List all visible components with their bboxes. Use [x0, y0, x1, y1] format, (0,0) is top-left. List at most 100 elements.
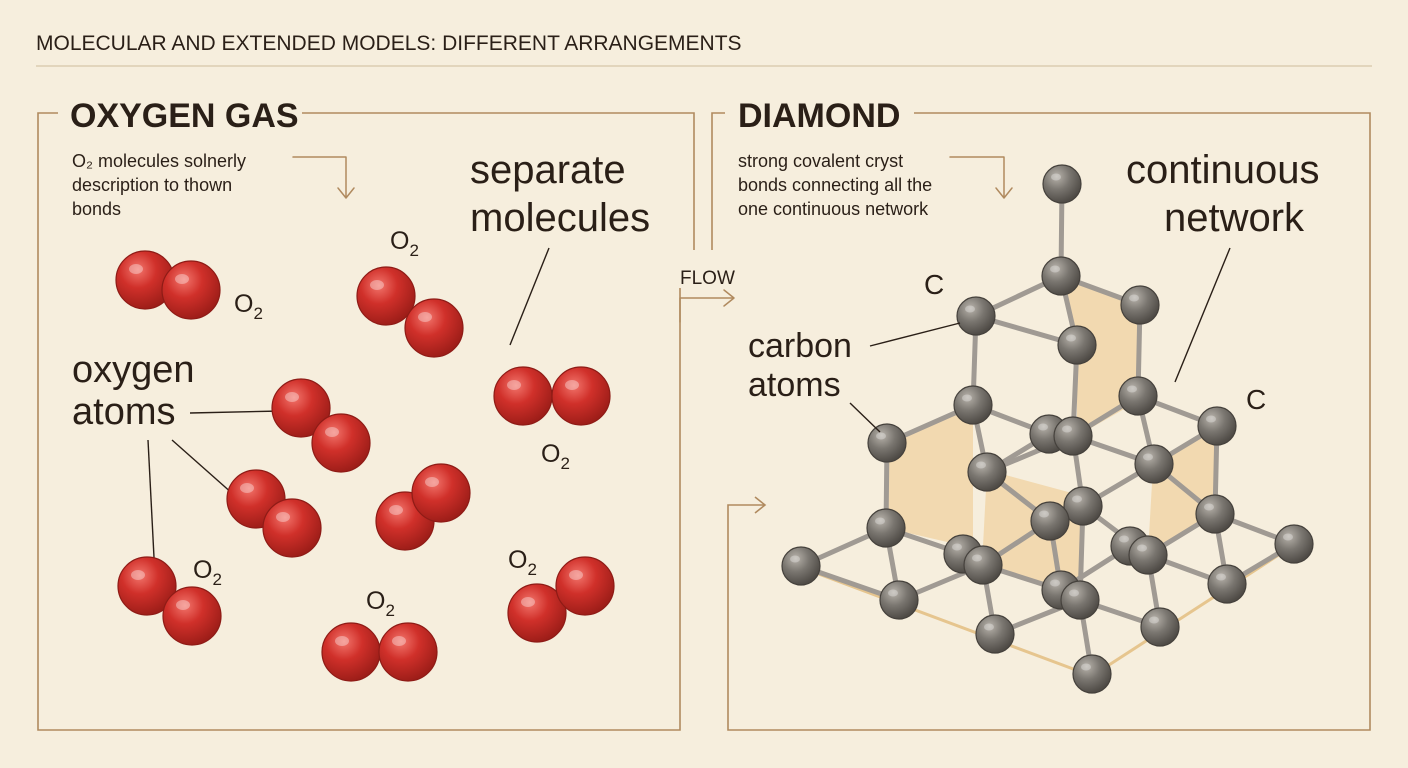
oxygen-atom-highlight — [425, 477, 439, 487]
o2-label-subscript: 2 — [385, 601, 394, 620]
oxygen-atoms-label-line-2: atoms — [72, 391, 175, 433]
o2-label: O2 — [234, 290, 263, 323]
oxygen-atom — [378, 622, 438, 682]
carbon-atom — [1072, 654, 1112, 694]
oxygen-atom — [161, 260, 221, 320]
carbon-atom-highlight — [1069, 589, 1079, 597]
carbon-atom-highlight — [1137, 544, 1147, 552]
oxygen-atom-highlight — [325, 427, 339, 437]
o2-label: O2 — [366, 587, 395, 620]
carbon-atom — [1030, 501, 1070, 541]
o2-label-subscript: 2 — [253, 304, 262, 323]
o2-label: O2 — [541, 440, 570, 473]
left-description-arrow — [292, 156, 355, 199]
carbon-atom — [1120, 285, 1160, 325]
oxygen-atoms-leader-1 — [189, 410, 283, 414]
oxygen-atom-highlight — [370, 280, 384, 290]
carbon-atom-highlight — [1119, 535, 1129, 543]
carbon-atom-highlight — [1204, 503, 1214, 511]
carbon-atom — [781, 546, 821, 586]
o2-label-subscript: 2 — [212, 570, 221, 589]
oxygen-atom — [271, 378, 331, 438]
carbon-atom — [1274, 524, 1314, 564]
continuous-network-label-line-1: continuous — [1126, 148, 1319, 192]
carbon-atom-highlight — [1143, 453, 1153, 461]
oxygen-atom-highlight — [569, 570, 583, 580]
oxygen-atom-highlight — [240, 483, 254, 493]
carbon-atom-highlight — [1283, 533, 1293, 541]
carbon-atom — [1134, 444, 1174, 484]
oxygen-atom-highlight — [131, 570, 145, 580]
o2-molecule — [356, 266, 464, 358]
left-panel-frame-top — [302, 112, 695, 250]
carbon-atom — [879, 580, 919, 620]
o2-molecule — [226, 469, 322, 558]
oxygen-molecules — [115, 250, 615, 682]
carbon-atom — [1118, 376, 1158, 416]
carbon-atom-highlight — [1038, 423, 1048, 431]
carbon-atom-highlight — [1127, 385, 1137, 393]
oxygen-atom — [555, 556, 615, 616]
oxygen-atom — [493, 366, 553, 426]
right-panel-frame — [727, 112, 1371, 731]
right-description-line-3: one continuous network — [738, 199, 929, 219]
carbon-atom — [1140, 607, 1180, 647]
carbon-atom-highlight — [1216, 573, 1226, 581]
o2-label-subscript: 2 — [560, 454, 569, 473]
carbon-atoms-label-line-2: atoms — [748, 366, 841, 404]
carbon-atom — [1041, 256, 1081, 296]
carbon-atom — [1197, 406, 1237, 446]
o2-label-subscript: 2 — [409, 241, 418, 260]
carbon-atom — [967, 452, 1007, 492]
carbon-atom-highlight — [984, 623, 994, 631]
carbon-atom-highlight — [1050, 265, 1060, 273]
carbon-atom-highlight — [1072, 495, 1082, 503]
oxygen-atom-highlight — [565, 380, 579, 390]
o2-molecule — [271, 378, 371, 473]
oxygen-atom — [356, 266, 416, 326]
carbon-atom-highlight — [1066, 334, 1076, 342]
oxygen-atom — [262, 498, 322, 558]
carbon-atom-highlight — [1051, 173, 1061, 181]
carbon-atom — [1195, 494, 1235, 534]
carbon-atom-highlight — [1050, 579, 1060, 587]
continuous-network-label-line-2: network — [1164, 196, 1305, 240]
carbon-atoms-leader-1 — [869, 322, 961, 347]
carbon-atom — [1060, 580, 1100, 620]
carbon-atom — [1128, 535, 1168, 575]
o2-label-subscript: 2 — [527, 560, 536, 579]
carbon-atom — [1063, 486, 1103, 526]
oxygen-atom-highlight — [335, 636, 349, 646]
oxygen-atom-highlight — [389, 505, 403, 515]
carbon-atom-highlight — [952, 543, 962, 551]
carbon-atom-highlight — [876, 432, 886, 440]
oxygen-atom — [411, 463, 471, 523]
carbon-atoms-label-line-1: carbon — [748, 327, 852, 365]
carbon-atom — [1053, 416, 1093, 456]
carbon-atom — [866, 508, 906, 548]
oxygen-atom-highlight — [276, 512, 290, 522]
oxygen-atom — [117, 556, 177, 616]
carbon-atoms-leader-2 — [849, 402, 881, 433]
left-description-line-2: description to thown — [72, 175, 232, 195]
carbon-atom-highlight — [965, 305, 975, 313]
carbon-atoms — [781, 164, 1314, 694]
right-description-arrow — [949, 156, 1013, 199]
left-panel-title: OXYGEN GAS — [70, 97, 299, 135]
oxygen-atom — [311, 413, 371, 473]
o2-molecule — [493, 366, 611, 426]
carbon-label-right: C — [1246, 384, 1266, 415]
carbon-atom-highlight — [888, 589, 898, 597]
oxygen-atoms-label-line-1: oxygen — [72, 349, 195, 391]
lattice-face-1 — [887, 405, 973, 548]
carbon-label-top: C — [924, 269, 944, 300]
carbon-atom-highlight — [1206, 415, 1216, 423]
o2-molecule — [375, 463, 471, 551]
carbon-atom — [867, 423, 907, 463]
carbon-atom — [1207, 564, 1247, 604]
right-panel-frame-left — [711, 112, 725, 250]
carbon-atom-highlight — [972, 554, 982, 562]
carbon-atom-highlight — [962, 394, 972, 402]
oxygen-atom — [404, 298, 464, 358]
